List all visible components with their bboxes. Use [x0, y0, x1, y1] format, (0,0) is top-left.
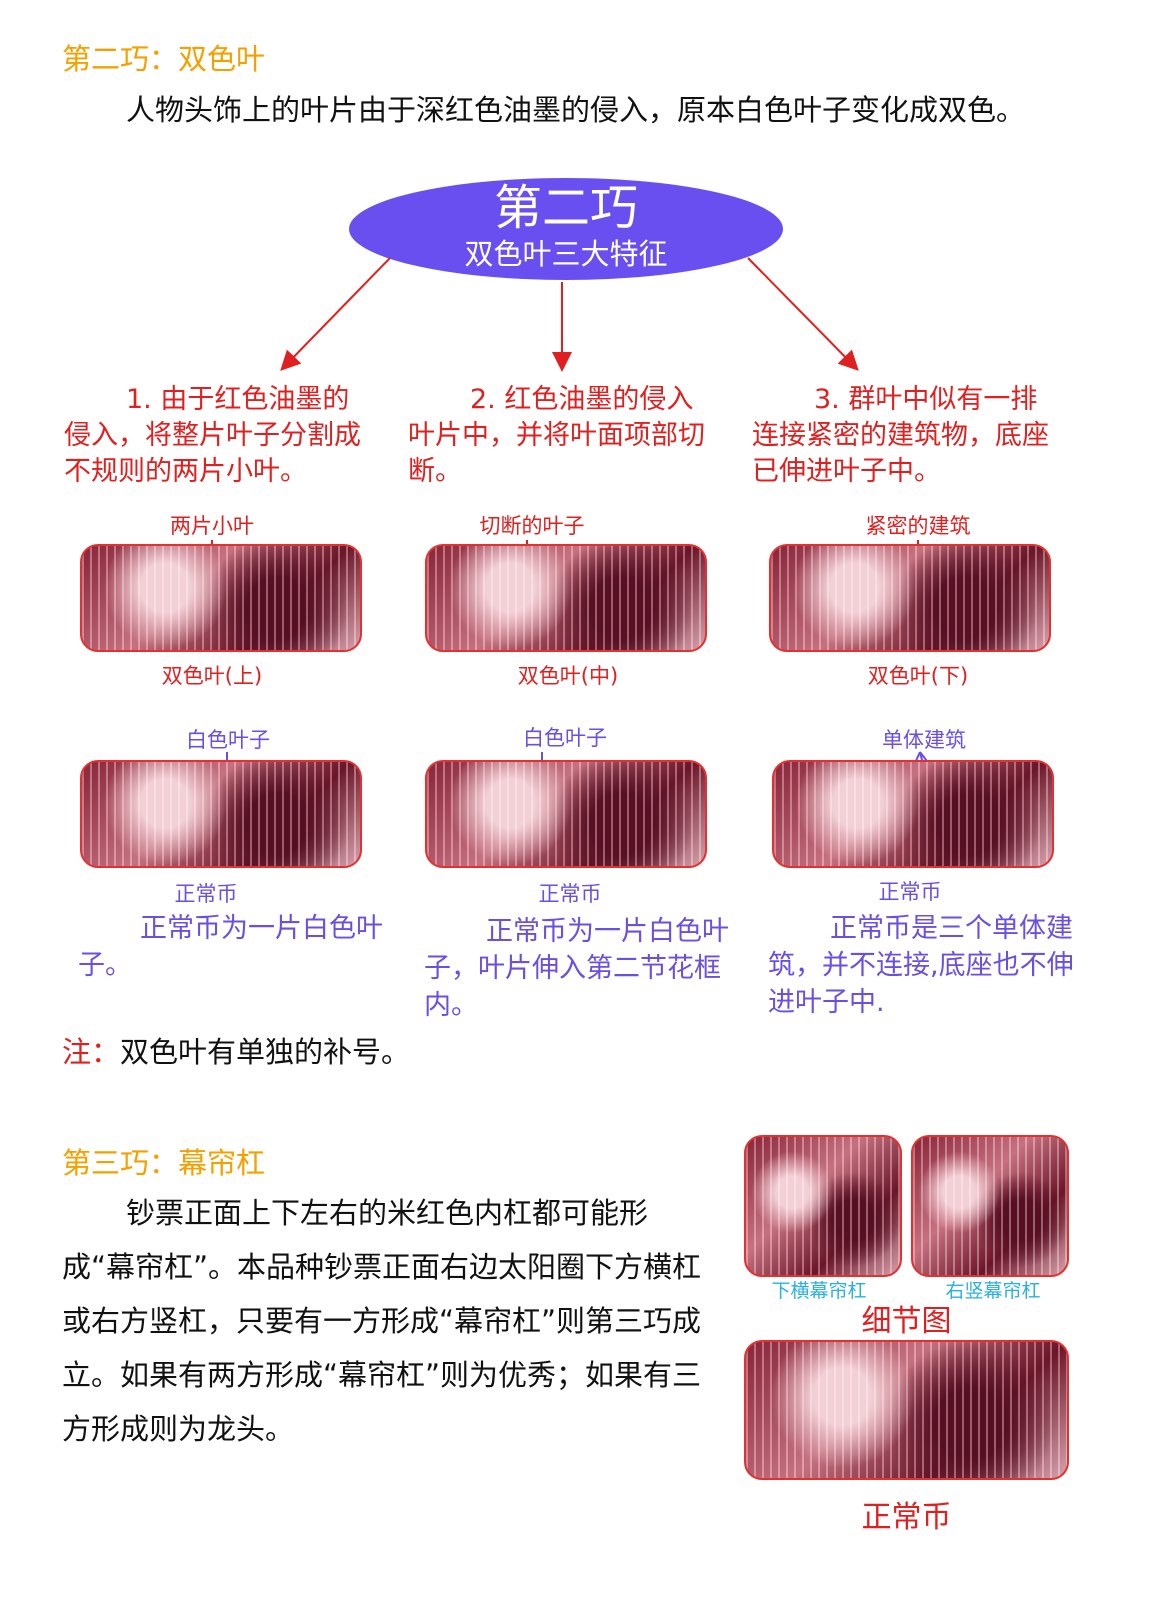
- normal-note-1: 正常币为一片白色叶子。: [78, 913, 383, 981]
- detail-title: 细节图: [861, 1304, 952, 1339]
- photo-error-bottom: [769, 544, 1051, 652]
- normal-photo: [744, 1340, 1069, 1480]
- note-label: 注：: [62, 1035, 121, 1069]
- feature-3: 3. 群叶中似有一排连接紧密的建筑物，底座已伸进叶子中。: [752, 384, 1049, 487]
- ellipse-title: 第二巧 双色叶三大特征: [349, 178, 783, 280]
- photo-normal-1: [80, 760, 362, 868]
- feature-2: 2. 红色油墨的侵入叶片中，并将叶面项部切断。: [408, 384, 705, 487]
- photo-normal-3: [772, 760, 1054, 868]
- arrow-right: [747, 257, 859, 371]
- detail-photo-right-bar: [911, 1135, 1069, 1277]
- caption: 双色叶(中): [517, 664, 619, 688]
- pointer-label: 两片小叶: [170, 514, 254, 538]
- photo-error-top: [80, 544, 362, 652]
- section2-intro: 人物头饰上的叶片由于深红色油墨的侵入，原本白色叶子变化成双色。: [126, 93, 1026, 127]
- normal-note-2: 正常币为一片白色叶子，叶片伸入第二节花框内。: [424, 916, 729, 1021]
- pointer-label: 单体建筑: [882, 728, 966, 752]
- normal-title: 正常币: [861, 1500, 952, 1535]
- pointer-label: 紧密的建筑: [865, 514, 971, 538]
- normal-note-3: 正常币是三个单体建筑，并不连接,底座也不伸进叶子中.: [768, 913, 1074, 1018]
- caption: 正常币: [174, 882, 238, 906]
- note-text: 双色叶有单独的补号。: [120, 1035, 411, 1069]
- detail-photo-bottom-bar: [744, 1135, 902, 1277]
- caption: 正常币: [538, 882, 602, 906]
- pointer-label: 白色叶子: [523, 726, 607, 750]
- section3-title: 第三巧：幕帘杠: [62, 1146, 266, 1180]
- ellipse-sub: 双色叶三大特征: [464, 237, 668, 271]
- note: 注：双色叶有单独的补号。: [62, 1026, 410, 1078]
- pointer-label: 切断的叶子: [479, 514, 585, 538]
- section3-body: 钞票正面上下左右的米红色内杠都可能形成“幕帘杠”。本品种钞票正面右边太阳圈下方横…: [62, 1196, 702, 1446]
- ellipse-main: 第二巧: [493, 180, 638, 236]
- caption: 双色叶(下): [867, 664, 969, 688]
- detail-label: 右竖幕帘杠: [945, 1280, 1041, 1302]
- detail-label: 下横幕帘杠: [771, 1280, 867, 1302]
- pointer-label: 白色叶子: [186, 728, 270, 752]
- caption: 双色叶(上): [161, 664, 263, 688]
- arrow-left: [280, 257, 391, 371]
- photo-normal-2: [425, 760, 707, 868]
- caption: 正常币: [878, 880, 942, 904]
- feature-1: 1. 由于红色油墨的侵入，将整片叶子分割成不规则的两片小叶。: [64, 384, 361, 487]
- section2-title: 第二巧：双色叶: [62, 42, 266, 76]
- photo-error-middle: [425, 544, 707, 652]
